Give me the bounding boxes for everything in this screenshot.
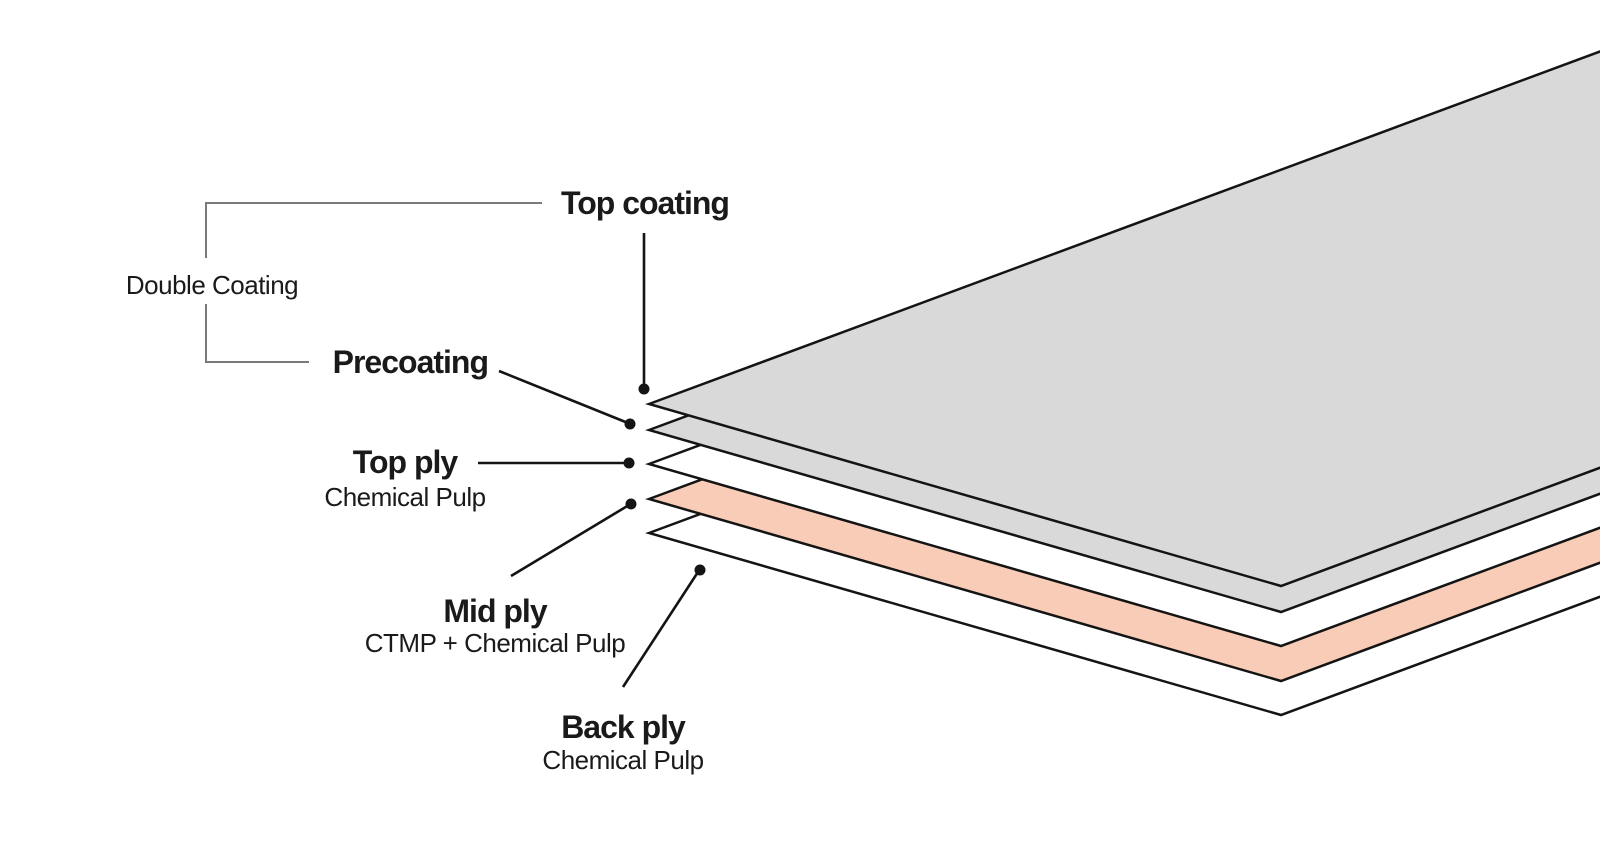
- label-mid-ply: Mid ply: [443, 593, 547, 629]
- label-precoating: Precoating: [332, 344, 489, 380]
- double-coating-bracket: [205, 202, 542, 363]
- dot-top-ply: [623, 457, 635, 469]
- leader-mid-ply: [510, 503, 630, 578]
- sheet-top-coating: [645, 50, 1600, 588]
- label-top-coating: Top coating: [561, 185, 730, 221]
- leader-back-ply: [621, 571, 700, 688]
- leader-precoating: [498, 369, 629, 425]
- dot-top-coating: [638, 383, 650, 395]
- sublabel-back-ply: Chemical Pulp: [542, 745, 704, 775]
- label-top-ply: Top ply: [352, 444, 458, 480]
- label-double-coating: Double Coating: [125, 270, 299, 300]
- sublabel-top-ply: Chemical Pulp: [324, 482, 486, 512]
- label-back-ply: Back ply: [561, 709, 686, 745]
- dot-mid-ply: [625, 498, 637, 510]
- sublabel-mid-ply: CTMP + Chemical Pulp: [364, 628, 626, 658]
- dot-precoating: [624, 418, 636, 430]
- dot-back-ply: [694, 564, 706, 576]
